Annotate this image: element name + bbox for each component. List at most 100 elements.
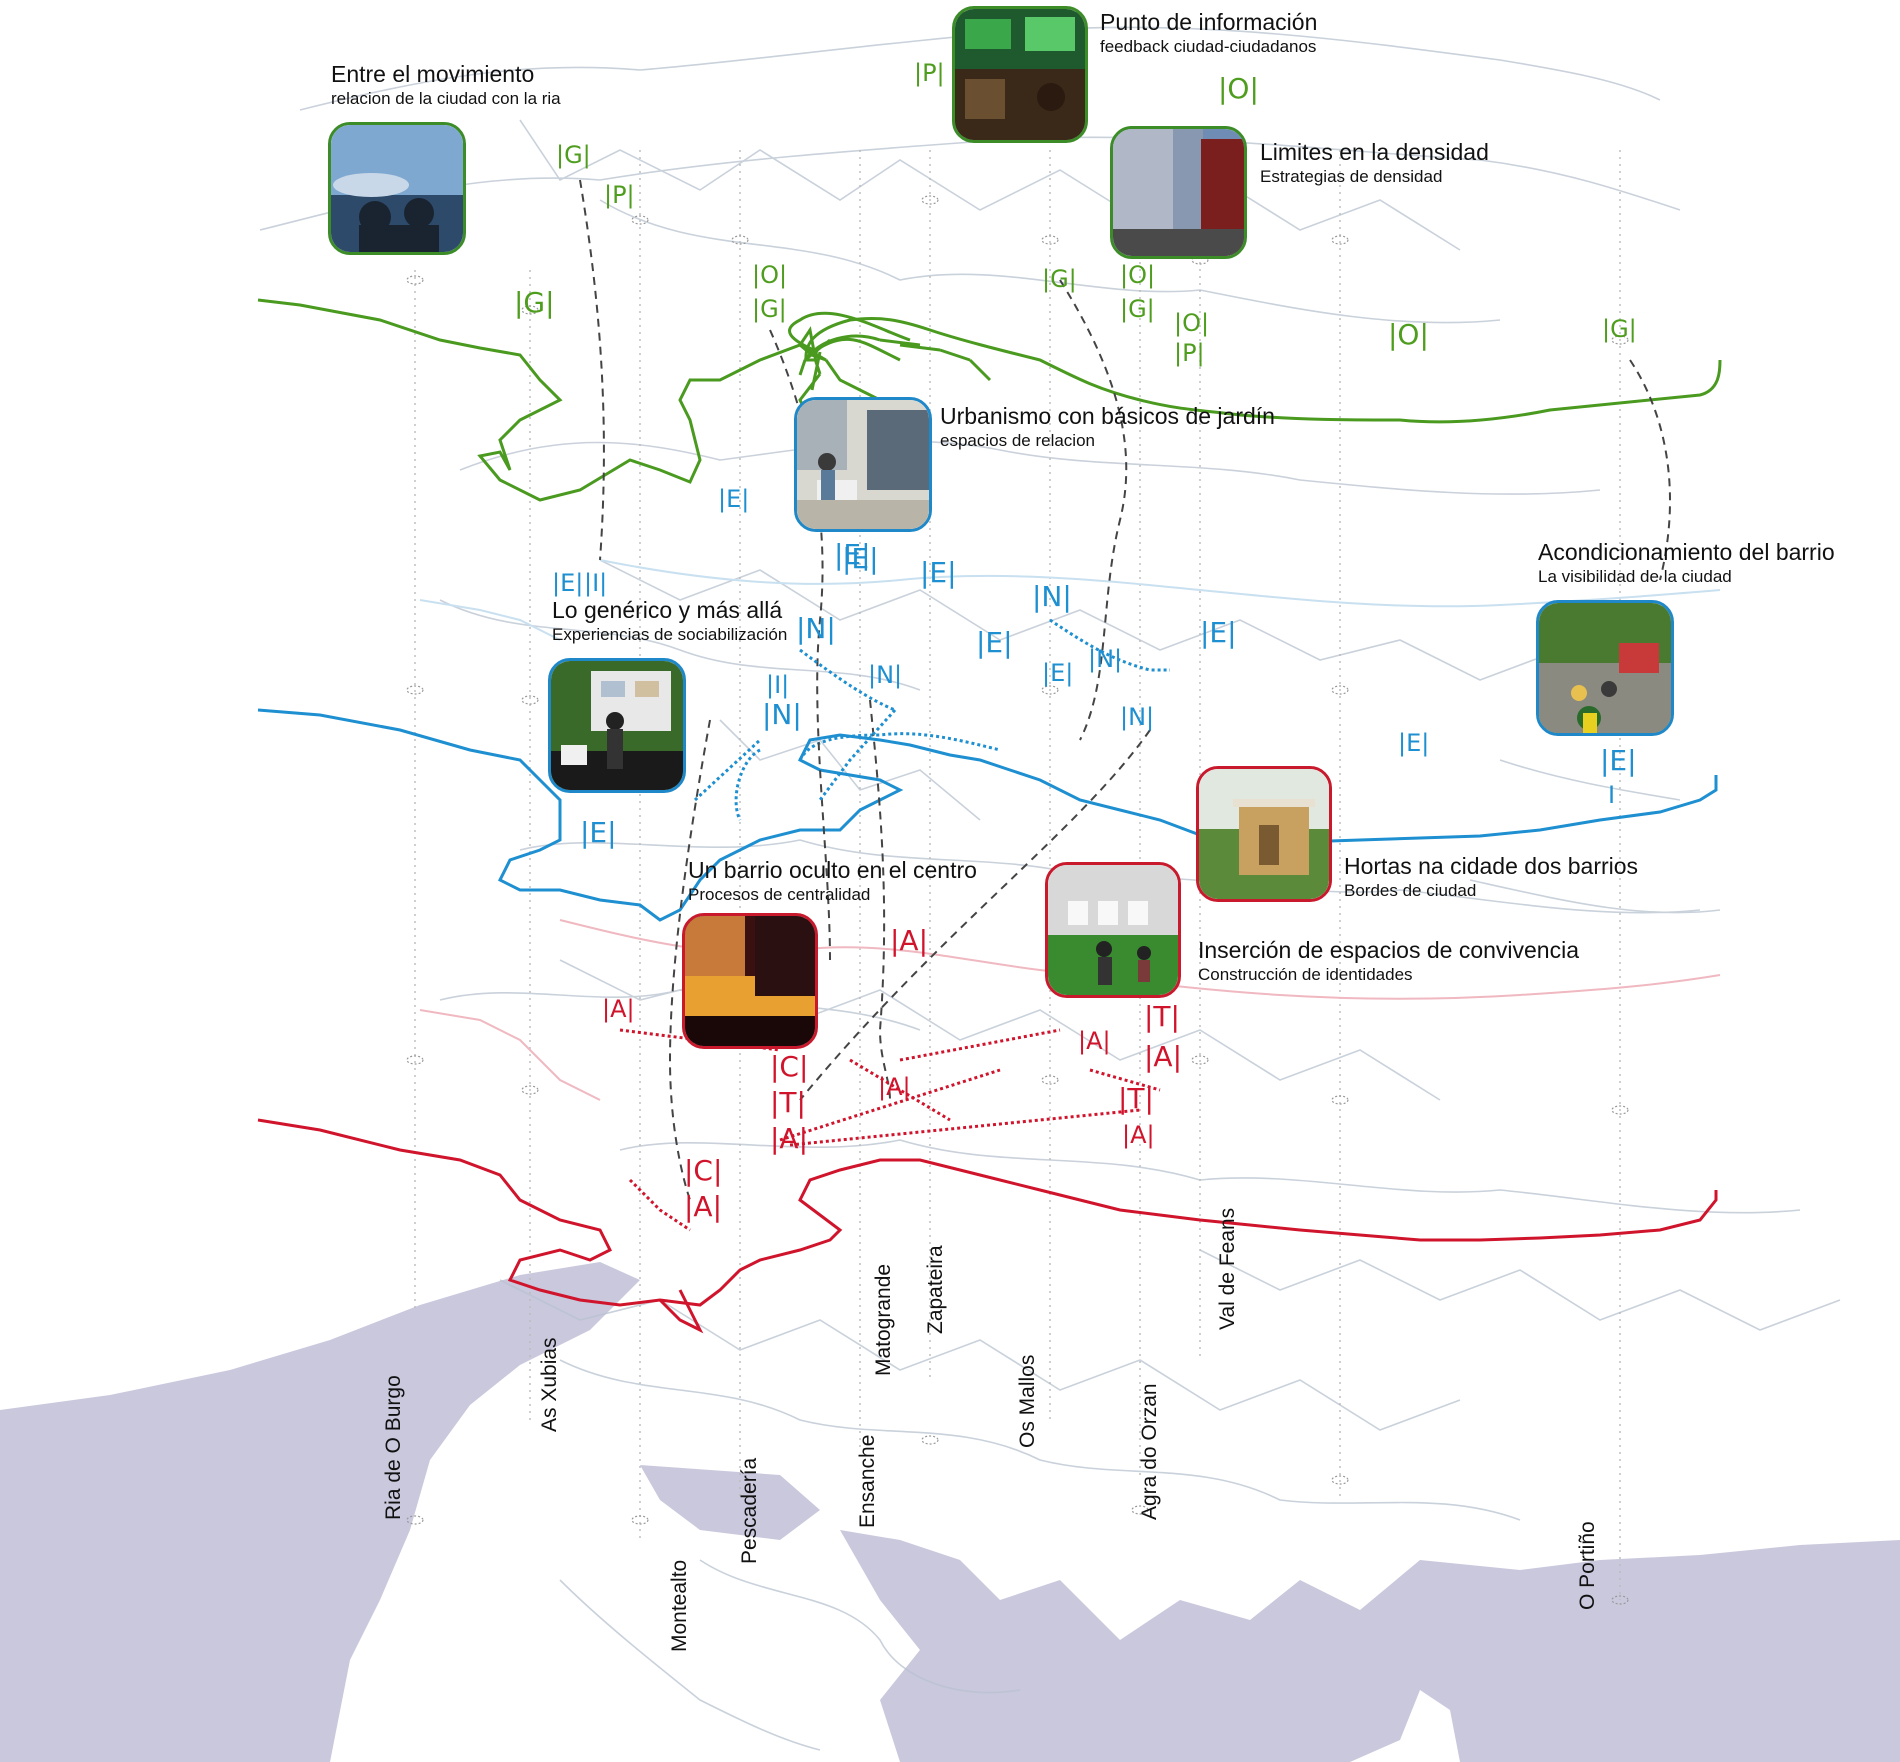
- caption-subtitle: Bordes de ciudad: [1344, 881, 1477, 900]
- code-label: |A|: [878, 1073, 911, 1101]
- code-label: |G|: [556, 141, 591, 169]
- code-label: |E|: [1042, 659, 1074, 687]
- code-label: |E|: [1398, 729, 1430, 757]
- code-label: |T|: [1144, 1000, 1180, 1033]
- code-label: |E|: [834, 538, 871, 571]
- code-label: |P|: [914, 59, 945, 87]
- code-label: |T|: [1118, 1082, 1154, 1115]
- code-label: |A|: [890, 924, 929, 957]
- wooden-hut-photo: [1196, 766, 1332, 902]
- exhibition-lawn-photo: [1045, 862, 1181, 998]
- green-coastline-east: [804, 317, 1722, 424]
- blue-coastline: [257, 708, 1718, 922]
- neighborhood-label: Os Mallos: [1016, 1354, 1039, 1448]
- blue-relation-lines: [693, 618, 1170, 802]
- code-label: I: [1608, 781, 1616, 809]
- caption-subtitle: feedback ciudad-ciudadanos: [1100, 37, 1317, 56]
- code-label: |C|: [770, 1050, 809, 1083]
- caption-urbanismo: Urbanismo con básicos de jardín espacios…: [940, 402, 1275, 452]
- caption-barrio-oculto: Un barrio oculto en el centro Procesos d…: [688, 856, 977, 906]
- caption-generico: Lo genérico y más allá Experiencias de s…: [552, 596, 787, 646]
- neighborhood-label: Ensanche: [856, 1434, 879, 1528]
- city-street-photo: [1110, 126, 1247, 259]
- neighborhood-label: O Portiño: [1576, 1521, 1599, 1610]
- vertical-guides: [414, 150, 1621, 1600]
- caption-title: Punto de información: [1100, 9, 1318, 35]
- code-label: |A|: [770, 1122, 809, 1155]
- neighborhood-label: Val de Feans: [1216, 1207, 1239, 1330]
- blue-coastline-arm: [798, 732, 1001, 761]
- code-label: |N|: [1032, 580, 1072, 613]
- code-label: |E|: [976, 626, 1013, 659]
- code-label: |O|: [1174, 309, 1210, 337]
- code-label: |E|: [1600, 744, 1637, 777]
- code-label: |G|: [1120, 295, 1155, 323]
- code-label: |P|: [604, 181, 635, 209]
- caption-title: Hortas na cidade dos barrios: [1344, 853, 1639, 879]
- caption-informacion: Punto de información feedback ciudad-ciu…: [1100, 8, 1317, 58]
- code-label: |O|: [1388, 318, 1429, 351]
- sea-area: [0, 1262, 640, 1762]
- code-label: |A|: [1122, 1121, 1155, 1149]
- blue-coastline-arm2: [734, 748, 761, 821]
- neighborhood-label: Pescadería: [738, 1457, 761, 1564]
- code-label: |N|: [796, 612, 836, 645]
- neighborhood-label: Matogrande: [872, 1263, 895, 1376]
- caption-title: Urbanismo con básicos de jardín: [940, 403, 1275, 429]
- caption-hortas: Hortas na cidade dos barrios Bordes de c…: [1344, 852, 1638, 902]
- photo-image: [1113, 129, 1244, 256]
- code-label: |A|: [684, 1190, 723, 1223]
- code-label: |O|: [1120, 261, 1156, 289]
- bay-water: [840, 1530, 1900, 1762]
- neighborhood-label: Zapateira: [924, 1245, 947, 1334]
- code-label: |N|: [1088, 645, 1123, 673]
- caption-insercion: Inserción de espacios de convivencia Con…: [1198, 936, 1579, 986]
- park-noticeboard-photo: [548, 658, 686, 793]
- code-label: |N|: [762, 698, 802, 731]
- caption-subtitle: Experiencias de sociabilización: [552, 625, 788, 644]
- code-label: |I|: [766, 671, 790, 699]
- neighborhood-label: As Xubias: [538, 1337, 561, 1432]
- garden-plaza-photo: [794, 397, 932, 532]
- code-label: |A|: [1144, 1040, 1183, 1073]
- red-coastline-bay: [658, 1289, 704, 1334]
- photo-image: [1048, 865, 1178, 995]
- code-label: |E|: [718, 485, 750, 513]
- code-label: |G|: [1602, 315, 1637, 343]
- neighborhood-label: Ria de O Burgo: [382, 1375, 405, 1520]
- code-label: |O|: [752, 261, 788, 289]
- caption-subtitle: Estrategias de densidad: [1260, 167, 1443, 186]
- code-label: |G|: [752, 295, 787, 323]
- code-label: |N|: [1120, 703, 1155, 731]
- code-label: |I|: [584, 569, 608, 597]
- code-label: |O|: [1218, 72, 1259, 105]
- photo-image: [955, 9, 1085, 140]
- caption-movimiento: Entre el movimiento relacion de la ciuda…: [331, 60, 561, 110]
- neighborhood-label: Agra do Orzan: [1138, 1383, 1161, 1520]
- caption-acondicionamiento: Acondicionamiento del barrio La visibili…: [1538, 538, 1835, 588]
- caption-subtitle: relacion de la ciudad con la ria: [331, 89, 561, 108]
- caption-subtitle: espacios de relacion: [940, 431, 1095, 450]
- code-label: |G|: [514, 286, 555, 319]
- people-by-river-photo: [328, 122, 466, 255]
- harbor-water: [640, 1465, 820, 1540]
- neighborhood-label: Montealto: [668, 1559, 691, 1652]
- code-label: |E|: [1200, 616, 1237, 649]
- caption-title: Acondicionamiento del barrio: [1538, 539, 1835, 565]
- photo-image: [331, 125, 463, 252]
- caption-densidad: Limites en la densidad Estrategias de de…: [1260, 138, 1489, 188]
- dashed-connectors: [579, 179, 1671, 1201]
- code-label: |N|: [868, 661, 903, 689]
- photo-image: [685, 916, 815, 1046]
- code-label: |E|: [580, 816, 617, 849]
- caption-subtitle: Construcción de identidades: [1198, 965, 1413, 984]
- caption-title: Entre el movimiento: [331, 61, 535, 87]
- photo-image: [1199, 769, 1329, 899]
- code-label: |C|: [684, 1154, 723, 1187]
- caption-title: Lo genérico y más allá: [552, 597, 783, 623]
- code-label: |E|: [552, 569, 584, 597]
- code-label: |A|: [602, 995, 635, 1023]
- code-label: |A|: [1078, 1027, 1111, 1055]
- night-street-photo: [682, 913, 818, 1049]
